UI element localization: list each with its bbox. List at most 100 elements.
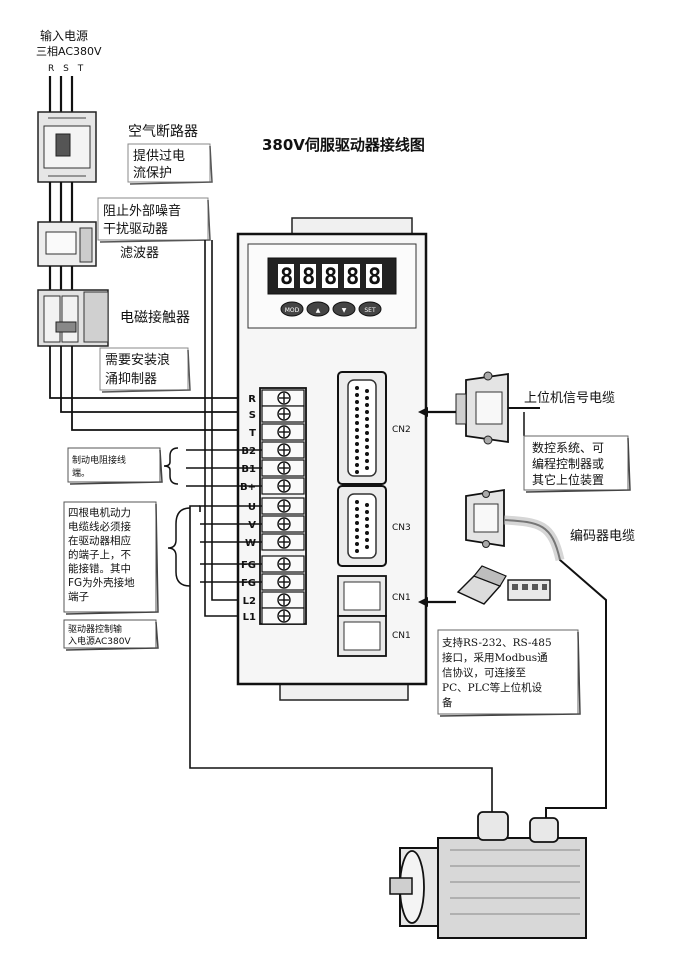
pin bbox=[355, 400, 359, 404]
digit-cell bbox=[300, 264, 316, 288]
digit-value: 8 bbox=[302, 265, 315, 290]
terminal-label: L1 bbox=[243, 612, 256, 623]
phase-labels: R S T bbox=[48, 64, 86, 74]
encoder-connector bbox=[465, 488, 505, 548]
pin bbox=[355, 435, 359, 439]
diagram-title: 380V伺服驱动器接线图 bbox=[262, 136, 425, 154]
keypad-button-label: ▲ bbox=[316, 307, 321, 314]
digit-cell bbox=[366, 264, 382, 288]
cn1-port-b[interactable] bbox=[337, 615, 387, 657]
brake-note-line1: 制动电阻接线 bbox=[72, 454, 126, 466]
control-power-note bbox=[63, 619, 159, 651]
terminal-w[interactable] bbox=[261, 533, 305, 551]
brake-note bbox=[67, 447, 163, 485]
pin bbox=[365, 510, 369, 514]
comm-note-line: 信协议，可连接至 bbox=[442, 666, 526, 679]
pin bbox=[355, 393, 359, 397]
cn2-connector[interactable] bbox=[337, 371, 387, 485]
motor-note-line: 在驱动器相应 bbox=[68, 534, 131, 547]
keypad-button[interactable]: ▲ bbox=[306, 301, 330, 317]
pin bbox=[365, 438, 369, 442]
terminal-b1[interactable] bbox=[261, 459, 305, 477]
breaker-name: 空气断路器 bbox=[128, 124, 198, 140]
contactor-desc-line2: 涌抑制器 bbox=[105, 372, 157, 387]
air-breaker bbox=[37, 111, 97, 183]
pin bbox=[365, 403, 369, 407]
comm-arrow-head bbox=[418, 597, 428, 607]
terminal-u[interactable] bbox=[261, 497, 305, 515]
pin bbox=[365, 531, 369, 535]
digit-cell bbox=[344, 264, 360, 288]
terminal-bplus[interactable] bbox=[261, 477, 305, 495]
brake-brace bbox=[163, 447, 179, 485]
pin bbox=[355, 442, 359, 446]
comm-note-line: 接口，采用Modbus通 bbox=[442, 651, 548, 664]
keypad-button-label: SET bbox=[364, 307, 376, 314]
comm-note bbox=[437, 629, 581, 717]
pin bbox=[365, 424, 369, 428]
terminal-label: B1 bbox=[241, 464, 256, 475]
digit-value: 8 bbox=[368, 265, 381, 290]
cn3-connector[interactable] bbox=[337, 485, 387, 567]
encoder-cable-sheath bbox=[503, 515, 565, 562]
terminal-label: FG bbox=[241, 560, 256, 571]
pin bbox=[365, 389, 369, 393]
pin bbox=[355, 549, 359, 553]
digit-cell bbox=[322, 264, 338, 288]
laptop-icon bbox=[456, 565, 507, 605]
pin bbox=[365, 517, 369, 521]
pin bbox=[365, 431, 369, 435]
filter-note bbox=[97, 197, 211, 243]
terminal-label: U bbox=[248, 502, 256, 513]
pin bbox=[365, 396, 369, 400]
host-devices-note bbox=[523, 435, 631, 493]
digit-value: 8 bbox=[280, 265, 293, 290]
pin bbox=[365, 538, 369, 542]
keypad-button-label: MOD bbox=[285, 307, 300, 314]
keypad-button[interactable]: SET bbox=[358, 301, 382, 317]
pin bbox=[355, 535, 359, 539]
pin bbox=[355, 521, 359, 525]
terminal-l2[interactable] bbox=[261, 591, 305, 609]
host-devices-line2: 编程控制器或 bbox=[532, 456, 604, 471]
host-devices-line3: 其它上位装置 bbox=[532, 472, 604, 487]
keypad-button[interactable]: MOD bbox=[280, 301, 304, 317]
pin bbox=[365, 459, 369, 463]
breaker-desc-line2: 流保护 bbox=[133, 166, 172, 181]
terminal-s[interactable] bbox=[261, 405, 305, 423]
noise-filter bbox=[37, 221, 97, 267]
control-power-line2: 入电源AC380V bbox=[68, 635, 131, 647]
filter-to-contactor-lines bbox=[48, 266, 74, 290]
terminal-l1[interactable] bbox=[261, 607, 305, 625]
terminal-fg[interactable] bbox=[261, 555, 305, 573]
pin bbox=[355, 514, 359, 518]
pin bbox=[355, 407, 359, 411]
terminal-v[interactable] bbox=[261, 515, 305, 533]
terminal-label: L2 bbox=[243, 596, 256, 607]
plc-icon bbox=[507, 579, 551, 601]
terminal-r[interactable] bbox=[261, 389, 305, 407]
cn1-label-a: CN1 bbox=[392, 593, 411, 603]
filter-name: 滤波器 bbox=[120, 246, 159, 261]
contactor-desc-line1: 需要安装浪 bbox=[105, 353, 170, 368]
pin bbox=[355, 421, 359, 425]
terminal-label: B2 bbox=[241, 446, 256, 457]
terminal-b2[interactable] bbox=[261, 441, 305, 459]
brake-note-line2: 端。 bbox=[72, 467, 90, 479]
motor-note-line: 四根电机动力 bbox=[68, 506, 131, 519]
pin bbox=[355, 386, 359, 390]
motor-brace bbox=[167, 507, 191, 587]
pin bbox=[365, 417, 369, 421]
terminal-label: FG bbox=[241, 578, 256, 589]
terminal-label: W bbox=[245, 538, 256, 549]
pin bbox=[355, 528, 359, 532]
pin bbox=[365, 452, 369, 456]
cn1-port-a[interactable] bbox=[337, 575, 387, 617]
terminal-t[interactable] bbox=[261, 423, 305, 441]
comm-note-line: PC、PLC等上位机设 bbox=[442, 681, 543, 694]
power-feed-lines bbox=[49, 346, 262, 431]
terminal-fg[interactable] bbox=[261, 573, 305, 591]
keypad-button[interactable]: ▼ bbox=[332, 301, 356, 317]
